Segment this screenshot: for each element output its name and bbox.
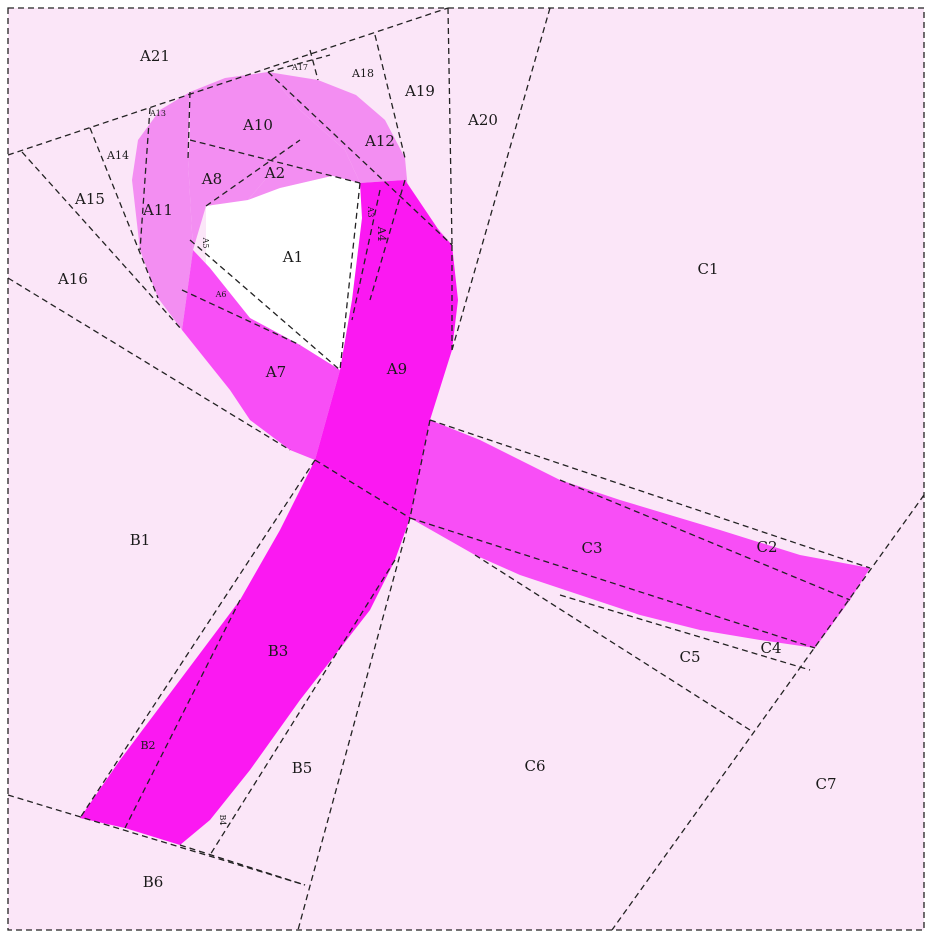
label-A7: A7 [265, 363, 286, 381]
label-C3: C3 [581, 539, 602, 557]
label-A15: A15 [74, 190, 105, 208]
label-A12: A12 [364, 132, 395, 150]
label-C7: C7 [815, 775, 836, 793]
label-B4: B4 [218, 815, 227, 826]
label-C1: C1 [697, 260, 718, 278]
label-A21: A21 [139, 47, 170, 65]
label-A6: A6 [215, 290, 227, 299]
label-B3: B3 [268, 642, 289, 660]
label-B6: B6 [143, 873, 164, 891]
label-A4: A4 [375, 226, 388, 242]
label-C6: C6 [524, 757, 545, 775]
label-A16: A16 [57, 270, 88, 288]
label-A5: A5 [201, 237, 210, 249]
label-C4: C4 [760, 639, 781, 657]
label-A1: A1 [282, 248, 303, 266]
label-A3: A3 [366, 206, 375, 218]
label-A11: A11 [142, 201, 173, 219]
label-A17: A17 [291, 63, 308, 72]
label-A14: A14 [106, 149, 129, 162]
label-B2: B2 [140, 739, 155, 752]
label-A2: A2 [264, 164, 285, 182]
label-B5: B5 [292, 759, 313, 777]
label-A10: A10 [242, 116, 273, 134]
label-A20: A20 [467, 111, 498, 129]
label-B1: B1 [130, 531, 151, 549]
label-A8: A8 [201, 170, 222, 188]
label-C2: C2 [756, 538, 777, 556]
label-A19: A19 [404, 82, 435, 100]
label-C5: C5 [679, 648, 700, 666]
label-A18: A18 [351, 67, 374, 80]
label-A13: A13 [149, 109, 166, 118]
label-A9: A9 [386, 360, 407, 378]
